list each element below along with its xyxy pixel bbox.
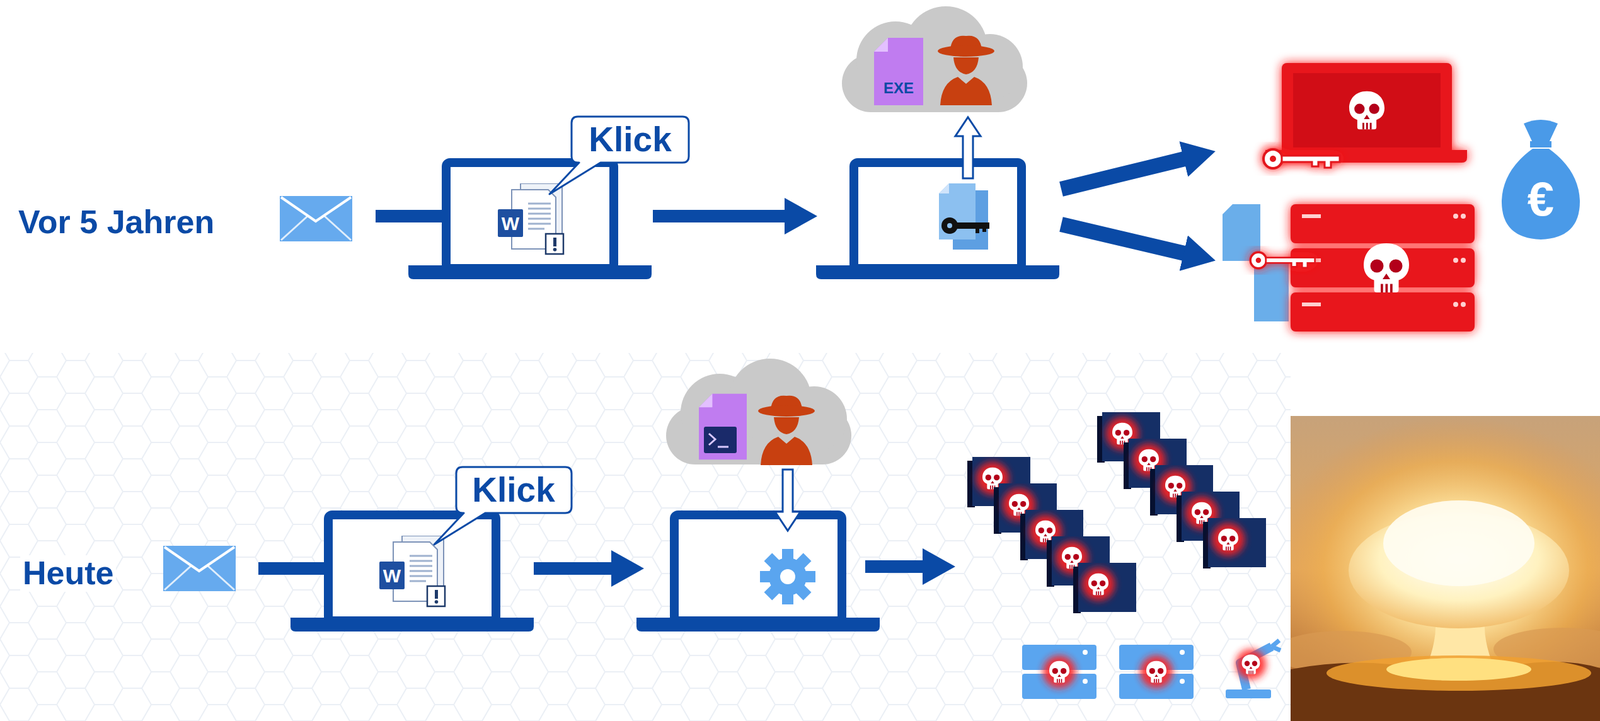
gear-body (768, 557, 807, 596)
file-icon: EXE (874, 37, 924, 106)
server-led (1453, 257, 1459, 263)
infected-monitor (1202, 517, 1267, 569)
skull-icon (1242, 654, 1261, 674)
terminal-prompt (708, 433, 716, 445)
flow-arrow (533, 562, 618, 575)
server-slot (1301, 214, 1321, 219)
gear-hole (780, 569, 796, 585)
server-led (1453, 301, 1459, 307)
laptop-icon (636, 514, 880, 632)
fire-core (1386, 657, 1532, 681)
server-led (1460, 257, 1466, 263)
speech-bubble: Klick (571, 116, 689, 163)
bubble-border (549, 116, 689, 195)
attacker-icon (758, 395, 815, 466)
key-hole (947, 223, 953, 229)
blast-glow (1290, 415, 1600, 719)
bubble-text: Klick (471, 470, 555, 510)
bag-body (1501, 148, 1580, 240)
key-bow (941, 217, 958, 234)
bag-knot (1523, 119, 1558, 143)
word-letter: W (501, 212, 520, 234)
cloud-icon (841, 6, 1028, 113)
infected-server (1119, 644, 1194, 699)
skull-icon (1349, 91, 1385, 130)
key-icon (1250, 252, 1315, 268)
laptop-icon (408, 162, 652, 280)
speech-bubble: Klick (456, 466, 572, 513)
word-letter: W (383, 565, 401, 587)
hex-background (0, 352, 1291, 721)
key-tooth (982, 227, 987, 232)
infected-server (1022, 644, 1097, 699)
gear-icon (759, 548, 816, 605)
fire-ring (1326, 655, 1592, 691)
email-icon (163, 545, 236, 592)
laptop-display (1293, 73, 1441, 148)
infected-monitor (1073, 562, 1137, 614)
server-unit (1290, 204, 1475, 244)
download-arrow (775, 469, 801, 531)
currency-sign: € (1527, 172, 1554, 226)
infected-robot-arm (1225, 640, 1281, 699)
key-document-icon (938, 183, 990, 250)
server-unit (1290, 292, 1475, 332)
file-fold (874, 37, 888, 52)
terminal-window (703, 426, 737, 454)
flow-arrow (652, 209, 791, 223)
row-title: Vor 5 Jahren (15, 204, 217, 241)
email-icon (279, 195, 353, 242)
skull-icon (1363, 243, 1410, 293)
word-document-icon (379, 535, 445, 607)
word-document-icon (497, 183, 564, 254)
server-led (1453, 213, 1459, 219)
bag-band (1530, 141, 1552, 148)
key-icon (1263, 149, 1340, 169)
upload-arrow (955, 117, 981, 179)
infected-laptop (1265, 63, 1468, 163)
key-tooth (975, 227, 980, 234)
laptop-screen (1281, 63, 1452, 156)
robot-gripper (1271, 640, 1281, 651)
terminal-cursor (717, 446, 729, 449)
explosion-photo (1290, 415, 1600, 721)
page-fold (938, 183, 950, 194)
row-title: Heute (20, 555, 116, 592)
server-led (1460, 301, 1466, 307)
bubble-border (434, 466, 572, 545)
robot-base (1225, 689, 1272, 699)
file-label: EXE (883, 80, 914, 97)
infected-server (1290, 204, 1475, 332)
flow-arrow (1061, 157, 1190, 190)
flow-arrow (1061, 224, 1190, 255)
file-body (874, 37, 924, 106)
bubble-text: Klick (588, 120, 672, 159)
attacker-icon (937, 35, 995, 106)
server-led (1460, 213, 1466, 219)
document-page (938, 183, 976, 240)
mushroom-core (1383, 500, 1535, 587)
laptop-icon (290, 514, 534, 632)
server-details (1301, 213, 1466, 307)
infected-workstations (967, 412, 1267, 614)
flow-arrow (865, 560, 929, 573)
script-file-icon (698, 393, 747, 460)
laptop-icon (816, 162, 1060, 280)
skull-glow (1235, 649, 1267, 680)
server-slot (1301, 302, 1321, 307)
money-bag-icon (1501, 119, 1580, 240)
cloud-icon (666, 358, 852, 465)
